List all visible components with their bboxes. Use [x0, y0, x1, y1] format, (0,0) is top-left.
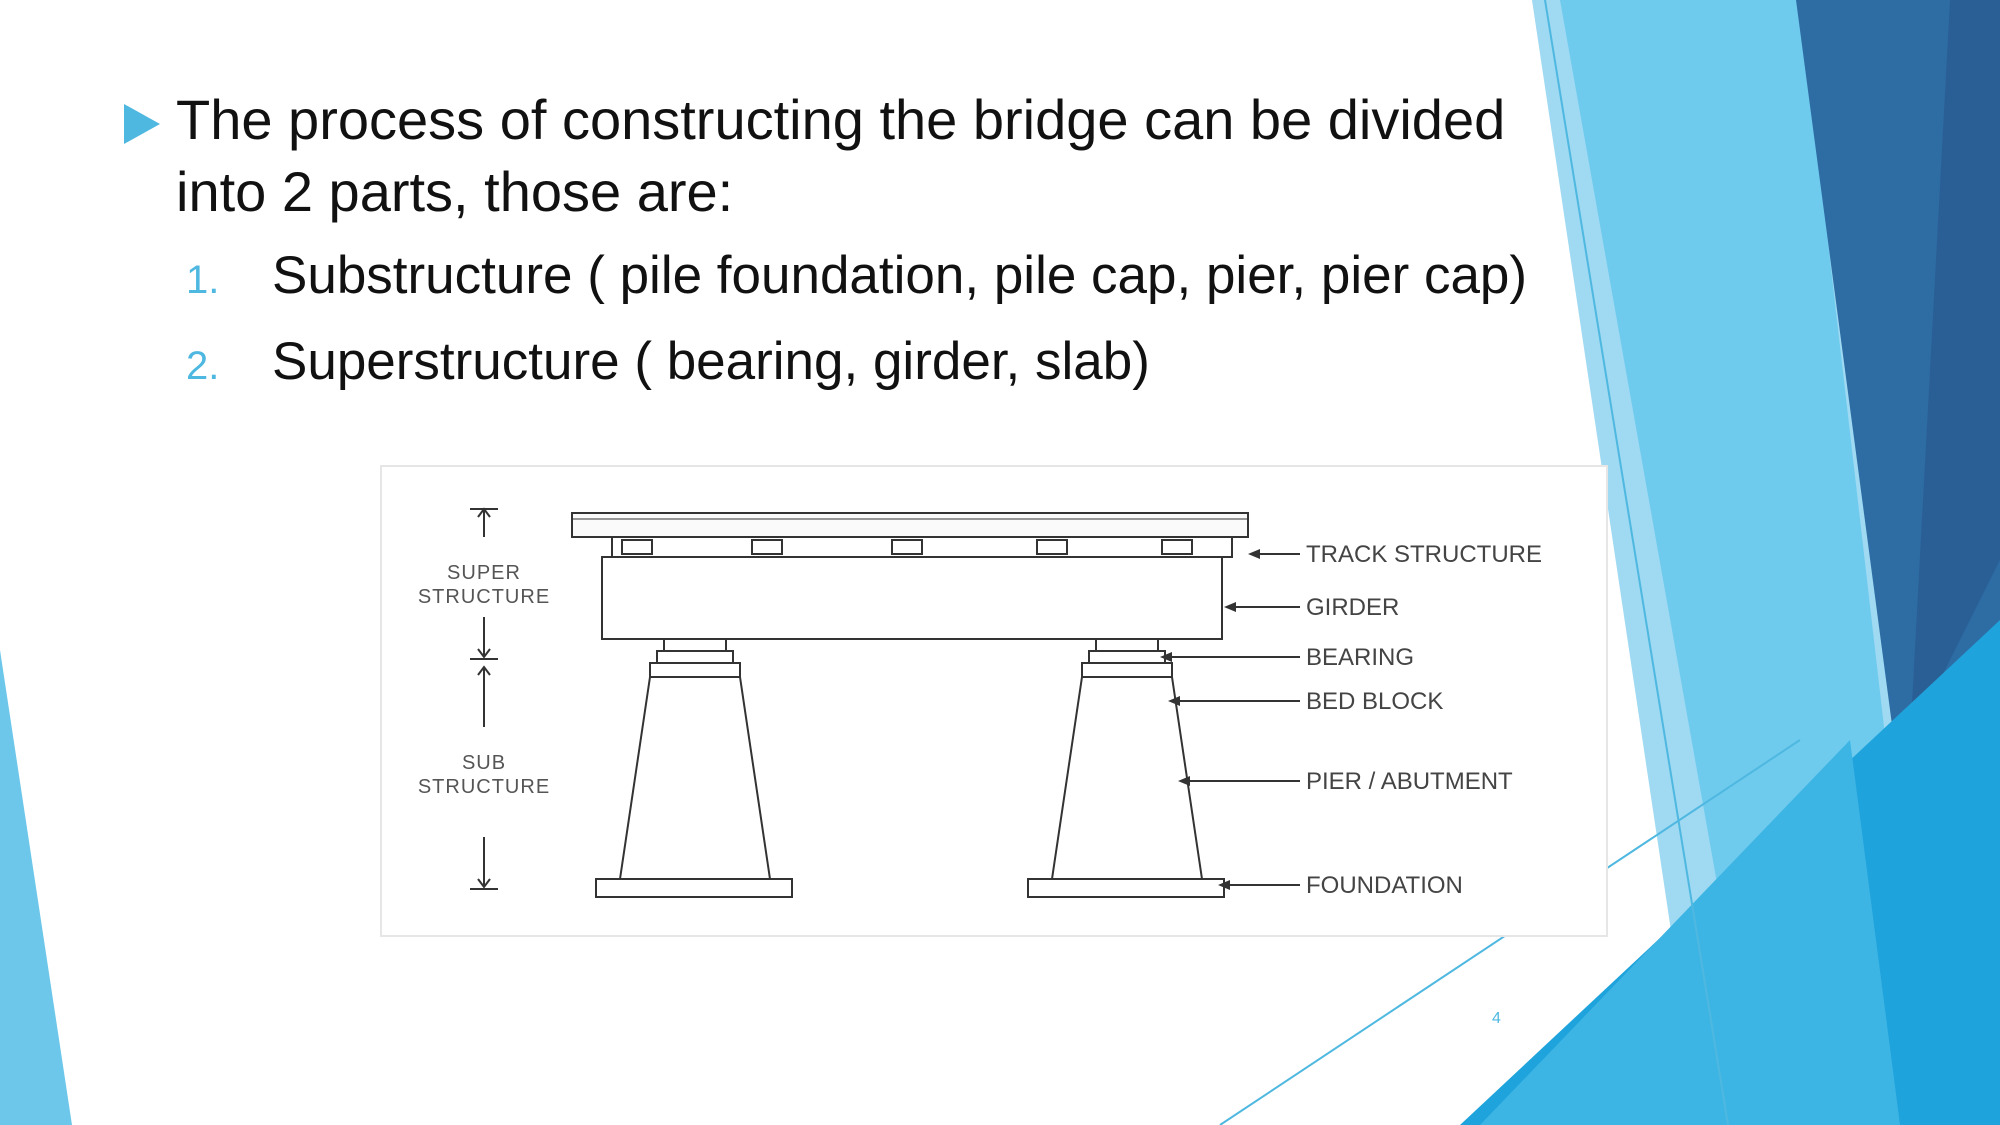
list-number: 1.	[186, 258, 220, 302]
foundation-shape	[595, 878, 793, 898]
bullet-arrow-icon	[124, 104, 160, 144]
foundation-shape	[1027, 878, 1225, 898]
page-number: 4	[1492, 1010, 1501, 1027]
left-accent-shape	[0, 650, 72, 1125]
super-label-line1: SUPER	[447, 562, 521, 584]
bearing-shape	[656, 650, 734, 664]
list-item: 1. Substructure ( pile foundation, pile c…	[186, 244, 1527, 312]
callout-arrowhead	[1224, 602, 1236, 612]
sub-label-line1: SUB	[462, 752, 506, 774]
bearing-shape	[1095, 638, 1159, 652]
up-arrow-icon	[477, 665, 491, 676]
bottom-mid-triangle	[1480, 740, 1900, 1125]
callout-pier-abutment: PIER / ABUTMENT	[1306, 768, 1513, 795]
rail-fastening-shape	[1161, 539, 1193, 555]
bearing-shape	[663, 638, 727, 652]
callout-foundation: FOUNDATION	[1306, 872, 1463, 899]
callout-bed-block: BED BLOCK	[1306, 688, 1443, 715]
rail-fastening-shape	[891, 539, 923, 555]
bearing-shape	[1088, 650, 1166, 664]
pier-shape	[1050, 676, 1204, 880]
right-darker-triangle	[1910, 0, 2000, 740]
list-text: Superstructure ( bearing, girder, slab)	[272, 332, 1150, 391]
track-structure-shape	[571, 512, 1249, 538]
down-arrow-icon	[477, 648, 491, 659]
down-arrow-icon	[477, 878, 491, 889]
callout-bearing: BEARING	[1306, 644, 1414, 671]
callout-arrowhead	[1248, 549, 1260, 559]
list-item: 2. Superstructure ( bearing, girder, slab…	[186, 330, 1150, 398]
rail-fastening-shape	[1036, 539, 1068, 555]
callout-arrowhead	[1168, 696, 1180, 706]
list-text: Substructure ( pile foundation, pile cap…	[272, 246, 1528, 305]
super-label-line2: STRUCTURE	[418, 586, 550, 608]
callout-track-structure: TRACK STRUCTURE	[1306, 541, 1542, 568]
girder-shape	[601, 556, 1223, 640]
callout-arrowhead	[1178, 776, 1190, 786]
pier-shape	[618, 676, 772, 880]
bed-block-shape	[649, 662, 741, 678]
main-heading: The process of constructing the bridge c…	[176, 88, 1506, 223]
callout-girder: GIRDER	[1306, 594, 1399, 621]
thin-line-1	[1544, 0, 1729, 1125]
bed-block-shape	[1081, 662, 1173, 678]
rail-fastening-shape	[751, 539, 783, 555]
bridge-diagram: SUPER STRUCTURE SUB STRUCTURE TRACK STRU…	[380, 465, 1608, 937]
sub-label-line2: STRUCTURE	[418, 776, 550, 798]
rail-fastening-shape	[621, 539, 653, 555]
callout-arrowhead	[1218, 880, 1230, 890]
callout-arrowhead	[1160, 652, 1172, 662]
list-number: 2.	[186, 344, 220, 388]
